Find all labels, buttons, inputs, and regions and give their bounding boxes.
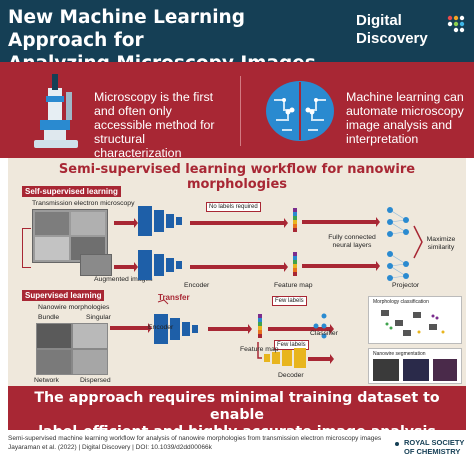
citation-line-1: Semi-supervised machine learning workflo… xyxy=(8,435,382,442)
morph-bundle: Bundle xyxy=(38,314,60,321)
tem-image-grid xyxy=(32,209,108,263)
workflow-panel: Semi-supervised learning workflow for na… xyxy=(8,158,466,386)
intro-band: Microscopy is the first and often only a… xyxy=(0,62,474,160)
microscopy-statement: Microscopy is the first and often only a… xyxy=(94,90,215,160)
classification-title: Morphology classification xyxy=(373,299,429,305)
transfer-label: Transfer xyxy=(158,293,190,302)
sup-feature-map-label: Feature map xyxy=(240,346,279,353)
workflow-title: Semi-supervised learning workflow for na… xyxy=(58,162,416,192)
microscope-icon xyxy=(34,74,78,148)
augmented-image xyxy=(80,254,112,276)
citation-line-2: Jayaraman et al. (2022) | Digital Discov… xyxy=(8,444,212,451)
conclusion-banner: The approach requires minimal training d… xyxy=(8,386,466,440)
morph-singular: Singular xyxy=(86,314,111,321)
brain-icon xyxy=(266,81,334,141)
tem-label: Transmission electron microscopy xyxy=(32,200,135,207)
dots-icon xyxy=(447,15,465,33)
segmentation-result: Nanowire segmentation xyxy=(368,348,462,384)
segmentation-title: Nanowire segmentation xyxy=(373,351,426,357)
conclusion-line-1: The approach requires minimal training d… xyxy=(34,390,440,423)
self-branch-bracket xyxy=(22,228,31,268)
classifier-label: Classifier xyxy=(310,330,338,337)
ml-statement: Machine learning can automate microscopy… xyxy=(346,90,464,146)
rsc-name-line-1: ROYAL SOCIETY xyxy=(404,438,465,447)
morph-dispersed: Dispersed xyxy=(80,377,111,384)
self-feature-map-label: Feature map xyxy=(274,282,313,289)
rsc-name: ROYAL SOCIETY OF CHEMISTRY xyxy=(404,438,464,456)
augmented-label: Augmented images xyxy=(94,276,153,283)
few-labels-box-1: Few labels xyxy=(272,296,307,306)
citation: Semi-supervised machine learning workflo… xyxy=(8,434,388,452)
supervised-tag: Supervised learning xyxy=(22,290,105,301)
decoder-label: Decoder xyxy=(278,372,304,379)
self-encoder-label: Encoder xyxy=(184,282,210,289)
classification-plot xyxy=(381,310,445,336)
morphologies-title: Nanowire morphologies xyxy=(38,304,110,311)
morphology-image-grid xyxy=(36,323,108,375)
no-labels-box: No labels required xyxy=(206,202,261,212)
rsc-name-line-2: OF CHEMISTRY xyxy=(404,447,461,456)
morph-network: Network xyxy=(34,377,59,384)
maximize-similarity-label: Maximize similarity xyxy=(426,236,456,251)
sup-encoder-label: Encoder xyxy=(148,324,174,331)
title-line-1: New Machine Learning Approach for xyxy=(8,7,245,51)
band-divider xyxy=(240,76,241,146)
rsc-emblem-icon xyxy=(386,439,399,457)
journal-name-line-1: Digital xyxy=(356,12,402,29)
rsc-logo: ROYAL SOCIETY OF CHEMISTRY xyxy=(384,436,468,460)
self-supervised-tag: Self-supervised learning xyxy=(22,186,121,197)
few-labels-box-2: Few labels xyxy=(274,340,309,350)
supervised-network xyxy=(110,299,334,368)
fc-layers-label: Fully connected neural layers xyxy=(328,234,376,249)
journal-name: Digital Discovery xyxy=(356,12,428,48)
journal-logo: Digital Discovery xyxy=(356,12,466,54)
conclusion-line-2: label-efficient and highly accurate imag… xyxy=(38,424,436,440)
header: New Machine Learning Approach for Analyz… xyxy=(0,0,474,74)
projector-label: Projector xyxy=(392,282,420,289)
journal-name-line-2: Discovery xyxy=(356,30,428,47)
self-supervised-network xyxy=(114,206,423,281)
classification-result: Morphology classification xyxy=(368,296,462,344)
